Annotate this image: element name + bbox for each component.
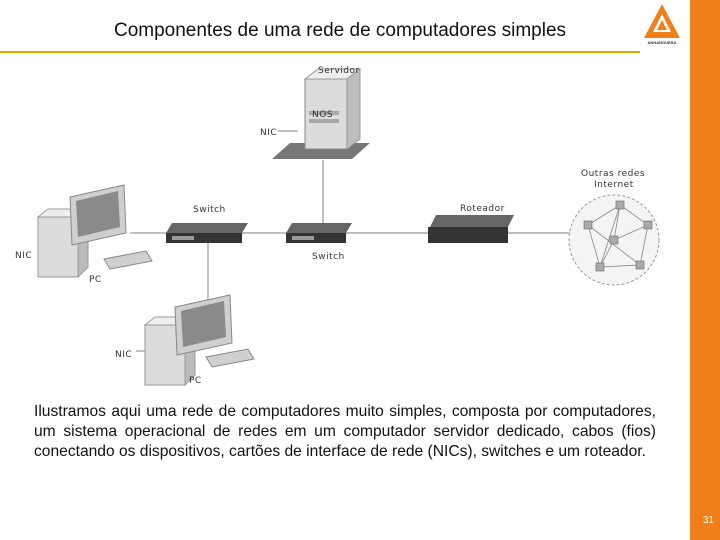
pc-bottom-label: PC (189, 376, 202, 386)
pc-top-label: PC (89, 275, 102, 285)
switch-left-label: Switch (193, 205, 226, 215)
page-number: 31 (702, 515, 714, 526)
pc-bottom-nic-label: NIC (115, 350, 132, 360)
title-underline (0, 51, 640, 53)
server-computer (272, 67, 370, 159)
network-diagram: Servidor NOS NIC Switch Switch Roteador (15, 66, 660, 387)
logo-wordmark: ANHANGUERA (647, 40, 677, 45)
switch-left (166, 223, 248, 243)
server-nic-label: NIC (260, 128, 277, 138)
internet-label-line2: Internet (594, 180, 634, 190)
description-paragraph: Ilustramos aqui uma rede de computadores… (34, 403, 656, 460)
router-label: Roteador (460, 204, 505, 214)
router (428, 215, 514, 243)
internet-label-line1: Outras redes (581, 169, 645, 179)
pc-bottom (143, 294, 255, 387)
pc-top-nic-label: NIC (15, 251, 32, 261)
switch-center-label: Switch (312, 252, 345, 262)
anhanguera-logo (644, 4, 680, 38)
nos-label: NOS (312, 110, 333, 120)
pc-top (36, 184, 153, 279)
internet-cloud (568, 194, 660, 286)
server-label: Servidor (318, 66, 360, 76)
accent-side-bar (690, 0, 720, 540)
switch-center (286, 223, 352, 243)
slide-title: Componentes de uma rede de computadores … (113, 20, 567, 41)
